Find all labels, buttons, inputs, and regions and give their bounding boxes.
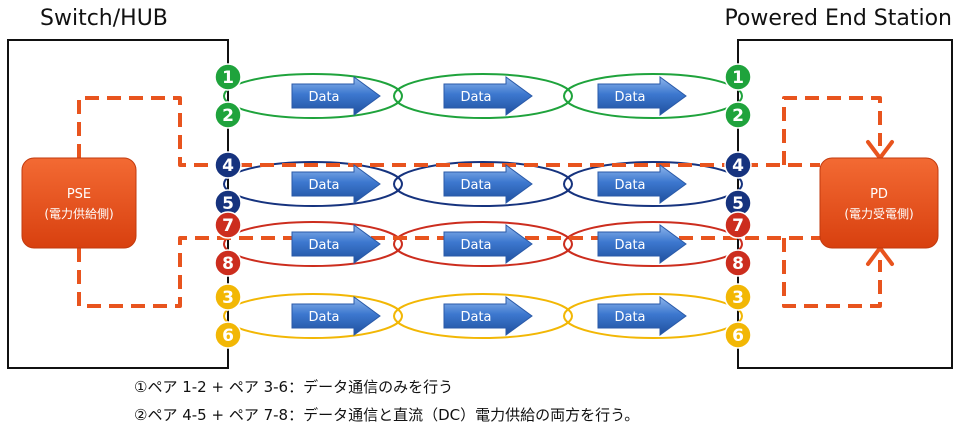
pin-marker: 8 bbox=[214, 249, 242, 277]
data-arrow: Data bbox=[291, 224, 381, 264]
power-path-upper bbox=[77, 96, 820, 167]
switch-hub-title: Switch/HUB bbox=[40, 6, 168, 31]
pin-marker: 6 bbox=[724, 321, 752, 349]
pin-marker: 2 bbox=[214, 101, 242, 129]
data-arrow-label: Data bbox=[308, 90, 339, 105]
powered-end-station-title: Powered End Station bbox=[724, 6, 952, 31]
pin-number: 8 bbox=[732, 254, 744, 274]
pd-box: PD (電力受電側) bbox=[819, 157, 939, 249]
power-paths bbox=[77, 96, 894, 308]
pin-marker: 4 bbox=[214, 151, 242, 179]
wire-pair-segment bbox=[223, 293, 403, 339]
power-path-pd-in-bottom bbox=[782, 238, 882, 308]
wire-pair-segment bbox=[393, 293, 573, 339]
note-pairs-data-only: ①ペア 1-2 + ペア 3-6：データ通信のみを行う bbox=[134, 378, 454, 396]
pin-number: 1 bbox=[222, 68, 234, 88]
pd-label: PD bbox=[870, 187, 888, 202]
wire-pairs bbox=[223, 73, 743, 339]
data-arrow-label: Data bbox=[614, 310, 645, 325]
pd-sublabel: (電力受電側) bbox=[844, 207, 913, 221]
pse-label: PSE bbox=[67, 187, 91, 202]
pin-marker: 7 bbox=[214, 211, 242, 239]
data-arrow: Data bbox=[443, 164, 533, 204]
wire-pair-segment bbox=[223, 221, 403, 267]
wire-pair-segment bbox=[563, 293, 743, 339]
wire-pair-segment bbox=[393, 73, 573, 119]
pin-number: 8 bbox=[222, 254, 234, 274]
pin-number: 7 bbox=[732, 216, 744, 236]
pin-marker: 1 bbox=[724, 63, 752, 91]
power-path-lower bbox=[77, 236, 820, 308]
data-arrow: Data bbox=[291, 164, 381, 204]
data-arrow-label: Data bbox=[308, 178, 339, 193]
pin-marker: 7 bbox=[724, 211, 752, 239]
pin-number: 6 bbox=[732, 326, 744, 346]
data-arrow: Data bbox=[597, 76, 687, 116]
data-arrow-label: Data bbox=[308, 238, 339, 253]
wire-pair-segment bbox=[223, 73, 403, 119]
pin-number: 4 bbox=[222, 156, 234, 176]
pin-number: 6 bbox=[222, 326, 234, 346]
data-arrow: Data bbox=[597, 296, 687, 336]
pin-number: 3 bbox=[732, 288, 744, 308]
data-arrow-label: Data bbox=[460, 90, 491, 105]
data-arrow-label: Data bbox=[460, 310, 491, 325]
data-arrow-label: Data bbox=[614, 238, 645, 253]
data-arrow-label: Data bbox=[460, 178, 491, 193]
pin-number: 1 bbox=[732, 68, 744, 88]
power-path-pd-in-top bbox=[782, 96, 882, 165]
data-arrow: Data bbox=[597, 224, 687, 264]
pin-marker: 6 bbox=[214, 321, 242, 349]
pse-box: PSE (電力供給側) bbox=[21, 157, 137, 249]
data-arrow-label: Data bbox=[614, 90, 645, 105]
wire-pair-segment bbox=[393, 221, 573, 267]
pin-number: 3 bbox=[222, 288, 234, 308]
pin-marker: 2 bbox=[724, 101, 752, 129]
pin-number: 2 bbox=[732, 106, 744, 126]
wire-pair-segment bbox=[563, 161, 743, 207]
pin-number: 7 bbox=[222, 216, 234, 236]
data-arrow: Data bbox=[597, 164, 687, 204]
wire-pair-segment bbox=[223, 161, 403, 207]
pin-marker: 3 bbox=[724, 283, 752, 311]
pin-marker: 3 bbox=[214, 283, 242, 311]
wire-pair-segment bbox=[563, 73, 743, 119]
pin-number: 5 bbox=[732, 194, 744, 214]
data-arrow: Data bbox=[291, 296, 381, 336]
pin-marker: 1 bbox=[214, 63, 242, 91]
data-arrow-label: Data bbox=[460, 238, 491, 253]
note-pairs-data-and-power: ②ペア 4-5 + ペア 7-8：データ通信と直流（DC）電力供給の両方を行う。 bbox=[134, 406, 640, 424]
pin-number: 5 bbox=[222, 194, 234, 214]
data-arrow: Data bbox=[443, 224, 533, 264]
data-arrow: Data bbox=[291, 76, 381, 116]
data-arrow: Data bbox=[443, 76, 533, 116]
pse-sublabel: (電力供給側) bbox=[44, 207, 113, 221]
data-arrow-label: Data bbox=[308, 310, 339, 325]
data-arrow: Data bbox=[443, 296, 533, 336]
pin-number: 2 bbox=[222, 106, 234, 126]
pin-number: 4 bbox=[732, 156, 744, 176]
wire-pair-segment bbox=[393, 161, 573, 207]
data-arrow-label: Data bbox=[614, 178, 645, 193]
pin-marker: 8 bbox=[724, 249, 752, 277]
wire-pair-segment bbox=[563, 221, 743, 267]
pin-marker: 4 bbox=[724, 151, 752, 179]
